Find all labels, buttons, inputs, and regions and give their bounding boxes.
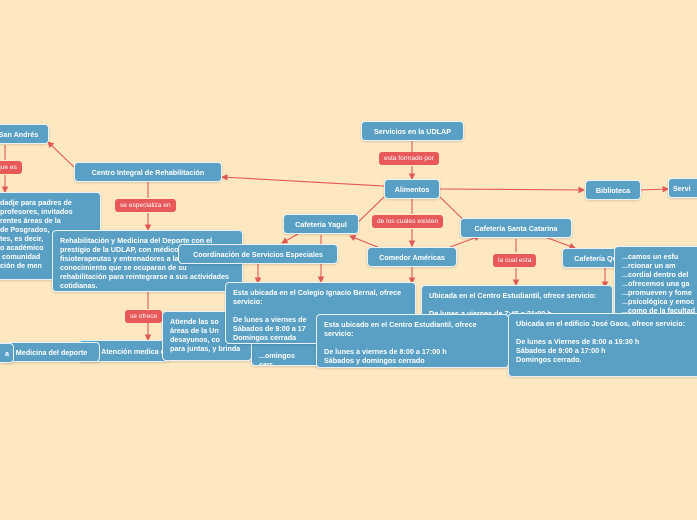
que-es-label: que es: [0, 161, 22, 174]
edge-yagul-coordinacion: [281, 233, 299, 244]
hidden-text-node: ...omingos cerr...: [251, 340, 321, 366]
san-andres-node[interactable]: San Andrés: [0, 124, 49, 144]
esta-formado-label: esta formado por: [379, 152, 439, 165]
cafeteria-yagul-node[interactable]: Cafetería Yagul: [283, 214, 359, 234]
left-edge-node[interactable]: a: [0, 343, 14, 363]
se-ofrece-label: se ofrece: [125, 310, 163, 323]
de-los-cuales-label: de los cuales existen: [372, 215, 444, 228]
edge-alimentos-centro: [220, 174, 385, 187]
medicina-deporte-node[interactable]: Medicina del deporte: [3, 342, 100, 362]
centro-rehabilitacion-node[interactable]: Centro Integral de Rehabilitación: [74, 162, 222, 182]
comedor-americas-node[interactable]: Comedor Américas: [367, 247, 457, 267]
edge-biblioteca-servi: [639, 185, 670, 193]
edge-santa-quijote: [544, 236, 577, 250]
quijote-horario-node[interactable]: Ubicada en el edificio José Gaos, ofrece…: [508, 313, 697, 377]
edge-centro-sanandres: [47, 141, 75, 168]
alimentos-node[interactable]: Alimentos: [384, 179, 440, 199]
servicios-udlap-node[interactable]: Servicios en la UDLAP: [361, 121, 464, 141]
right-text-node[interactable]: ...camos un esfu ...rcionar un am ...cor…: [614, 246, 697, 318]
cafeteria-santa-catarina-node[interactable]: Cafetería Santa Catarina: [460, 218, 572, 238]
edge-comedor-yagul: [348, 234, 381, 249]
se-especializa-label: se especializa en: [115, 199, 176, 212]
servi-node[interactable]: Servi: [668, 178, 697, 198]
la-cual-esta-label: la cual esta: [493, 254, 537, 267]
comedor-horario-node[interactable]: Esta ubicado en el Centro Estudiantil, o…: [316, 314, 509, 368]
edge-alimentos-biblioteca: [439, 186, 586, 194]
biblioteca-node[interactable]: Biblioteca: [585, 180, 641, 200]
coordinacion-servicios-node[interactable]: Coordinación de Servicios Especiales: [178, 244, 338, 264]
